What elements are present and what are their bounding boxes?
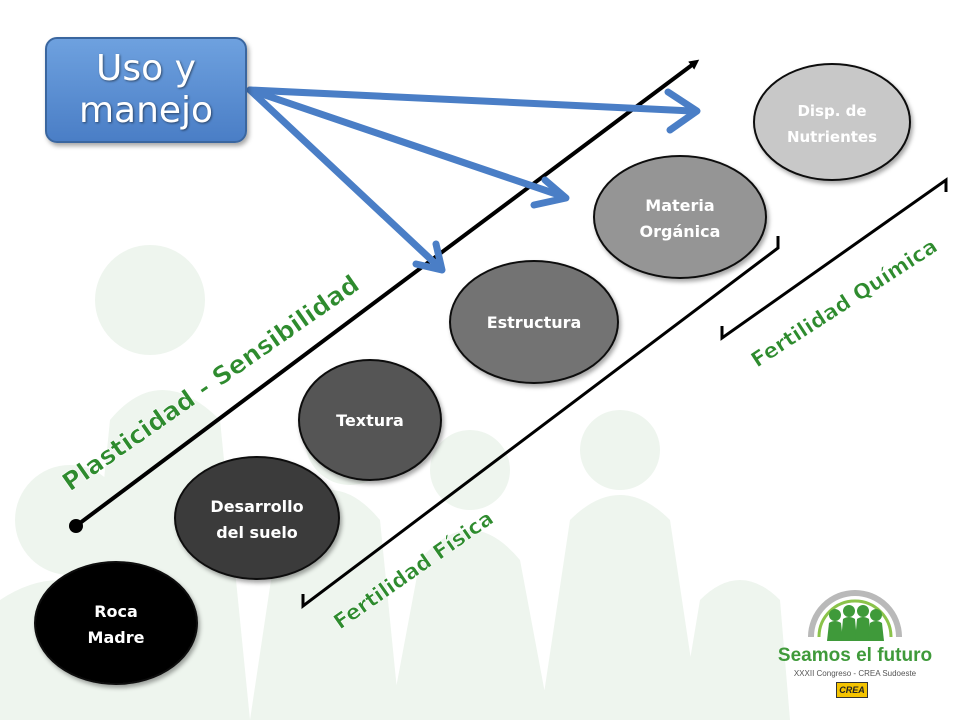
node-nutrientes-ellipse (753, 63, 911, 181)
arrow-to-estructura (246, 86, 444, 272)
fertilidad-quimica-bracket (720, 177, 948, 341)
node-materia-ellipse (593, 155, 767, 279)
seamos-el-futuro-logo: Seamos el futuro XXXII Congreso - CREA S… (775, 585, 935, 710)
uso-manejo-box: Uso y manejo (45, 37, 247, 143)
node-desarrollo-label-1: Desarrollo (210, 497, 303, 516)
node-nutrientes-label-1: Disp. de (797, 102, 866, 120)
arrow-to-materia (246, 86, 566, 200)
logo-title: Seamos el futuro (777, 645, 933, 666)
main-axis-line (74, 59, 700, 528)
node-nutrientes-label-2: Nutrientes (787, 128, 877, 146)
node-roca-label-2: Madre (88, 628, 145, 647)
node-estructura-label-1: Estructura (487, 313, 582, 332)
node-roca-label-1: Roca (94, 602, 138, 621)
node-textura-label-1: Textura (336, 411, 404, 430)
logo-subtitle: XXXII Congreso - CREA Sudoeste (793, 669, 917, 678)
axis-origin-dot (69, 519, 83, 533)
node-estructura-ellipse (449, 260, 619, 384)
node-materia-label-1: Materia (645, 196, 714, 215)
node-desarrollo-ellipse (174, 456, 340, 580)
arrow-to-nutrientes-head (664, 88, 701, 134)
uso-manejo-text: Uso y manejo (78, 48, 214, 131)
logo-emblem-icon (808, 590, 902, 641)
node-materia-label-2: Orgánica (640, 222, 721, 241)
arrow-to-estructura-head (412, 240, 446, 274)
node-desarrollo-label-2: del suelo (216, 523, 298, 542)
node-textura-ellipse (298, 359, 442, 481)
arrow-to-nutrientes (246, 86, 696, 115)
fertilidad-fisica-bracket (301, 236, 780, 610)
crea-badge: CREA (836, 682, 868, 698)
arrow-to-materia-head (530, 176, 570, 209)
uso-arrows (246, 86, 701, 274)
fertilidad-quimica-label: Fertilidad Química (747, 234, 942, 372)
node-roca-ellipse (34, 561, 198, 685)
